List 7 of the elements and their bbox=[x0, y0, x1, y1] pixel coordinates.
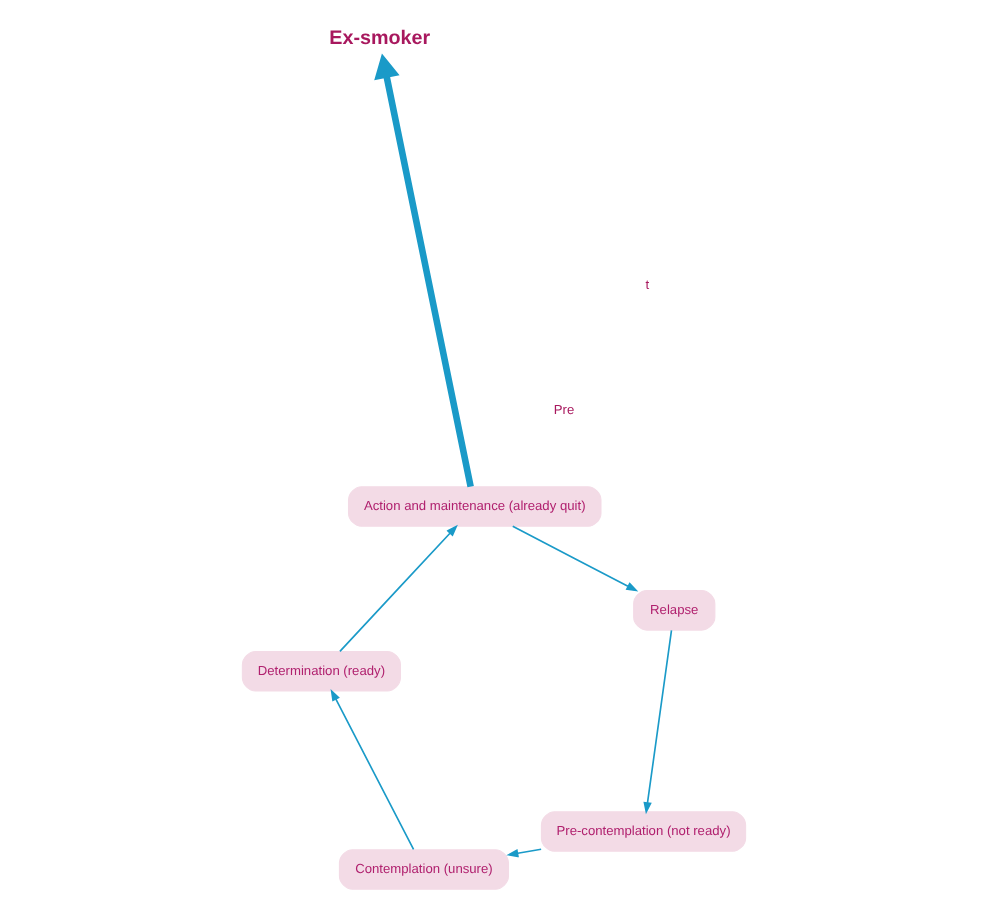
arrow bbox=[330, 688, 415, 851]
arrow bbox=[643, 629, 673, 815]
node-text: Ex-smoker bbox=[329, 28, 431, 51]
arrow bbox=[339, 524, 458, 653]
arrow bbox=[506, 848, 542, 858]
arrow bbox=[511, 525, 639, 592]
arrow bbox=[374, 53, 474, 488]
